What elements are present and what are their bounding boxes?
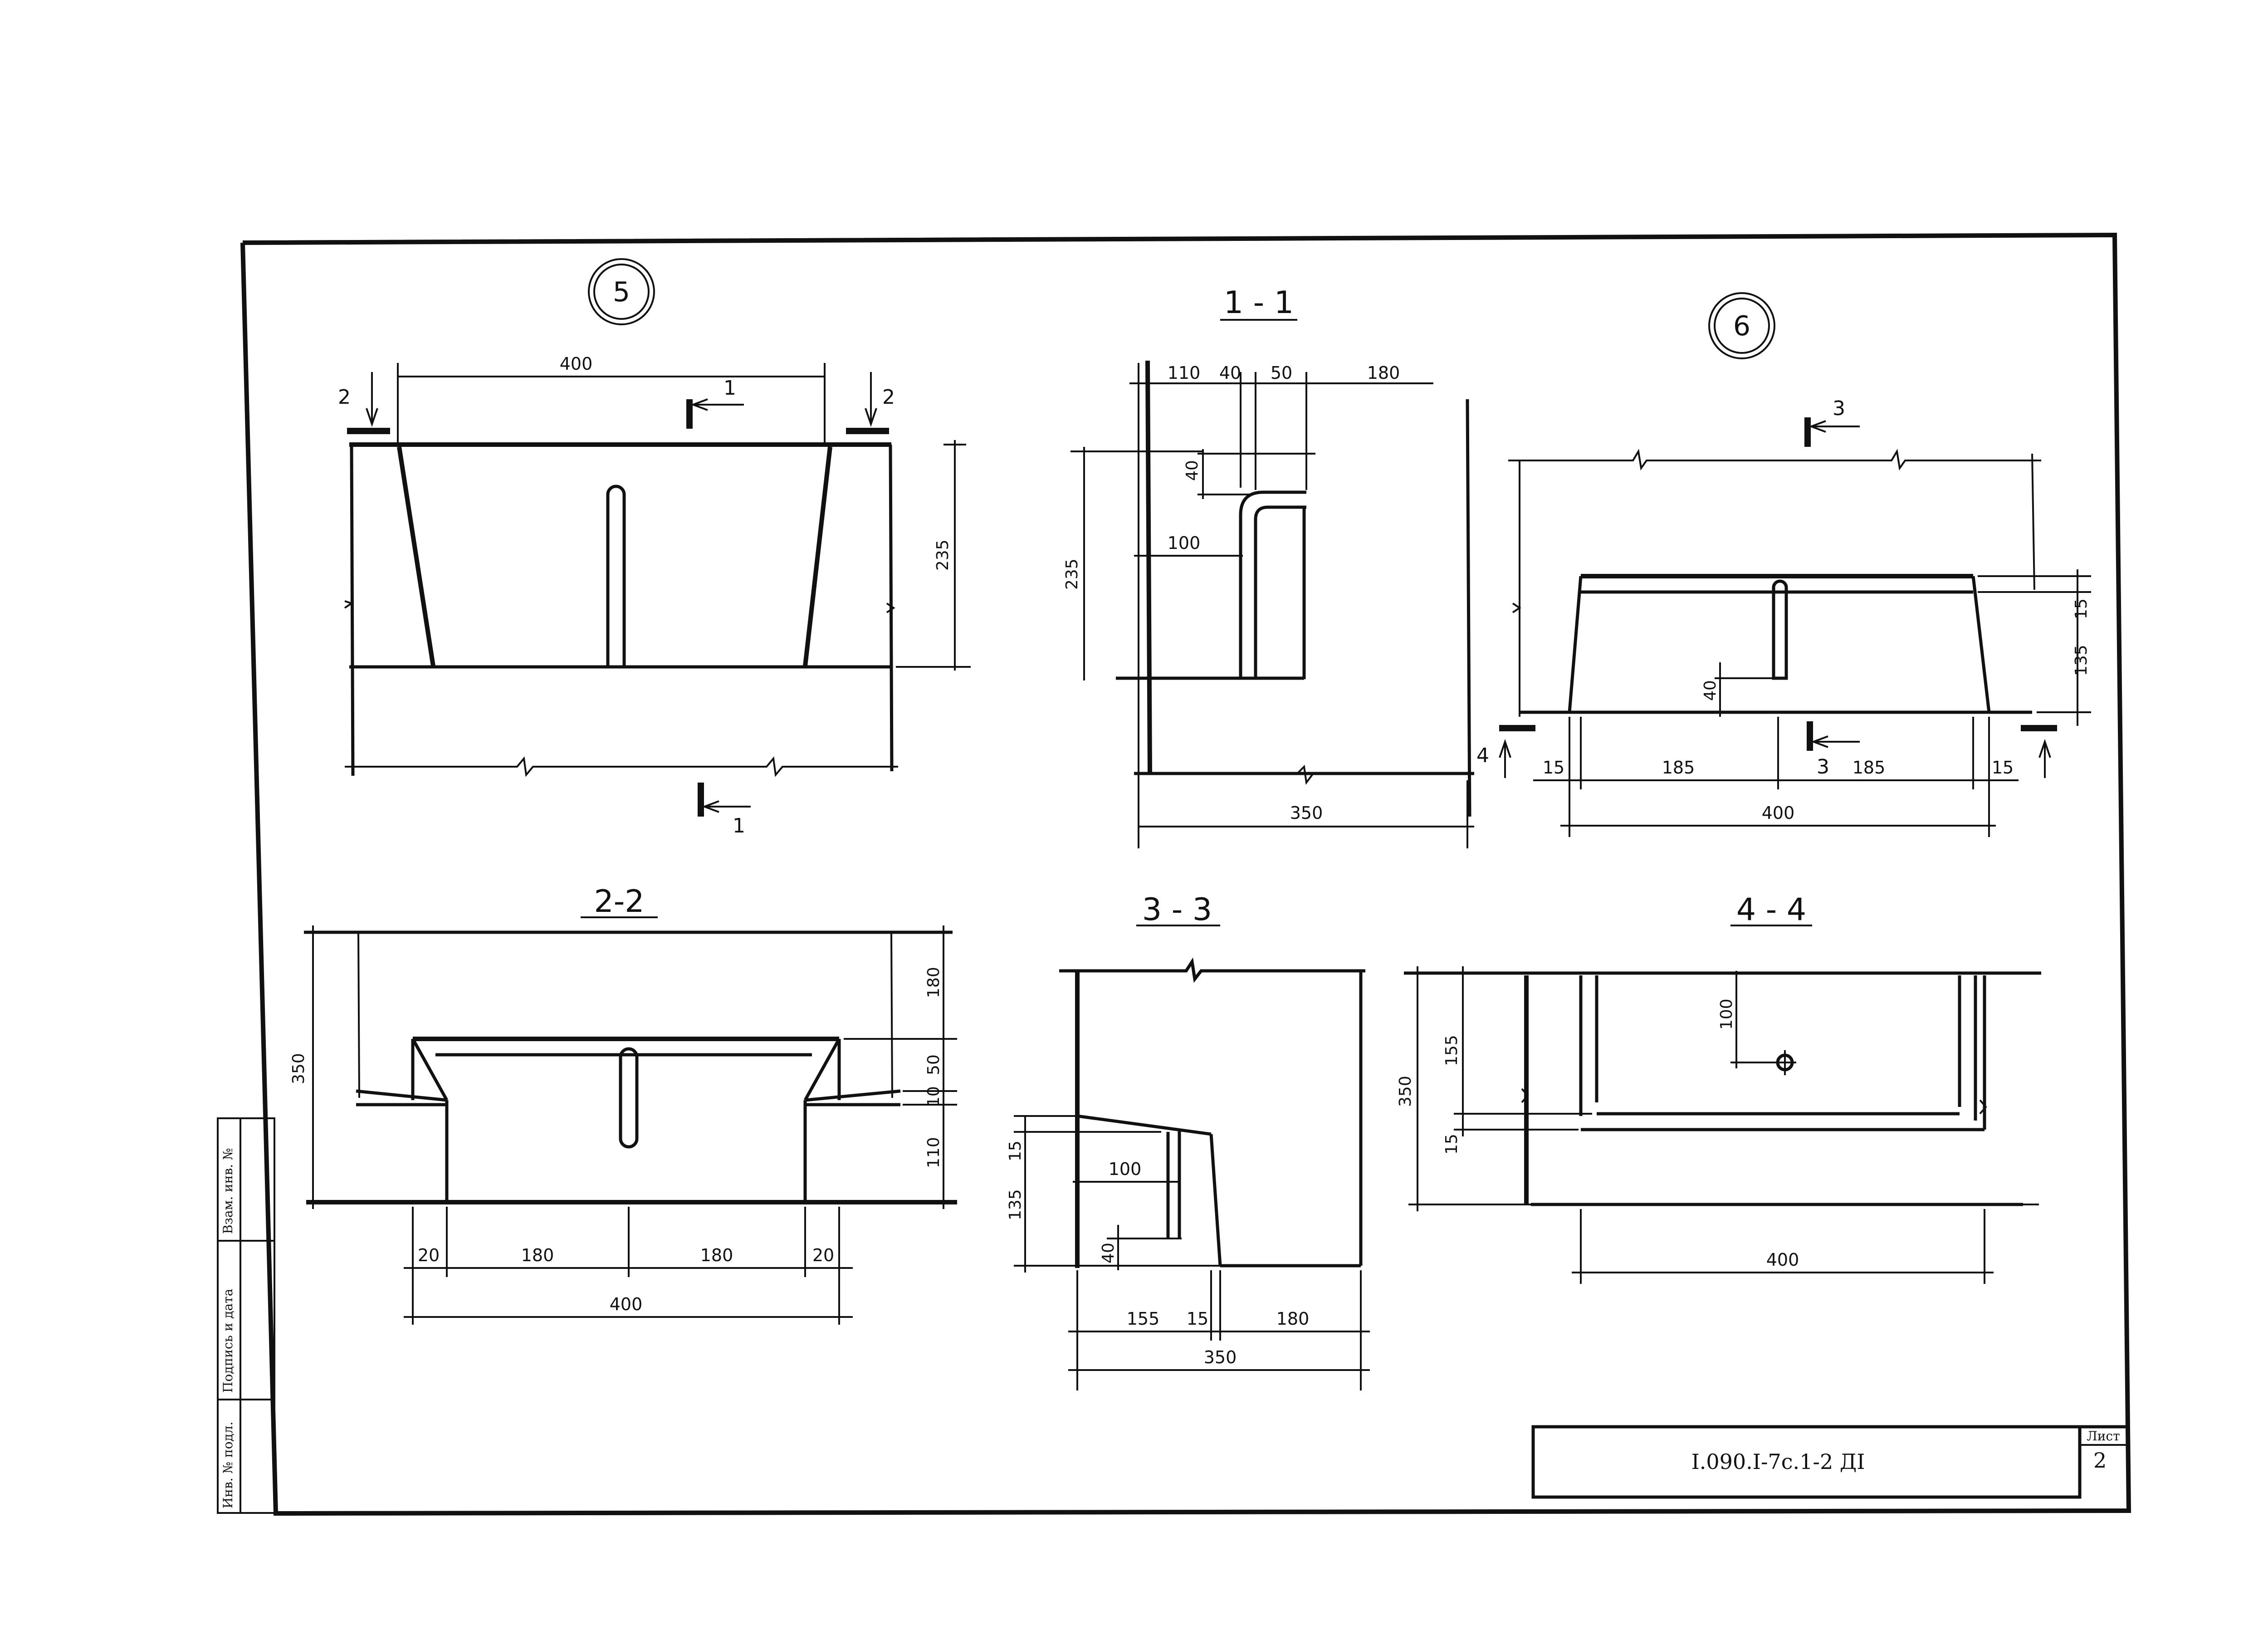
side-stamp-cell-1: Взам. инв. № — [220, 1148, 235, 1234]
s11-dim-350: 350 — [1290, 803, 1323, 823]
s22-dim-110: 110 — [924, 1137, 943, 1168]
s33-dim-15b: 15 — [1187, 1309, 1208, 1329]
s33-dim-180: 180 — [1276, 1309, 1310, 1329]
s22-dim-180a: 180 — [521, 1245, 554, 1265]
s33-dim-155: 155 — [1127, 1309, 1160, 1329]
s22-dim-20b: 20 — [812, 1245, 834, 1265]
s33-dim-15: 15 — [1006, 1141, 1025, 1161]
s22-dim-350: 350 — [289, 1053, 308, 1084]
section-3-3: 3 - 3 15 135 100 40 155 15 180 3 — [1006, 892, 1370, 1390]
sheet-label: Лист — [2087, 1429, 2120, 1444]
v5-dim-top: 400 — [560, 354, 593, 374]
section-2-2-title: 2-2 — [594, 884, 644, 920]
v6-section-3-mid: 3 — [1817, 755, 1829, 778]
side-stamp-cell-2: Подпись и дата — [220, 1289, 235, 1393]
section-3-3-title: 3 - 3 — [1142, 892, 1212, 928]
v6-dim-185b: 185 — [1853, 758, 1886, 778]
s11-dim-v40: 40 — [1183, 460, 1202, 481]
s33-dim-135: 135 — [1006, 1189, 1025, 1220]
v5-section-1-top: 1 — [723, 377, 736, 400]
v6-dim-40: 40 — [1701, 680, 1720, 701]
s22-dim-400: 400 — [610, 1294, 643, 1314]
s44-dim-155: 155 — [1442, 1035, 1461, 1066]
side-stamp: Взам. инв. № Подпись и дата Инв. № подл. — [217, 1117, 275, 1514]
s11-dim-50: 50 — [1271, 363, 1292, 383]
s22-dim-20a: 20 — [418, 1245, 440, 1265]
section-4-4: 4 - 4 100 350 155 15 400 — [1396, 892, 2041, 1284]
s11-dim-40: 40 — [1219, 363, 1241, 383]
v6-dim-r135: 135 — [2072, 645, 2091, 676]
section-1-1-title: 1 - 1 — [1224, 285, 1294, 321]
s11-dim-110: 110 — [1168, 363, 1201, 383]
v5-section-1-bottom: 1 — [733, 814, 745, 837]
s44-dim-350: 350 — [1396, 1076, 1415, 1107]
section-2-2: 2-2 350 180 50 10 110 — [289, 884, 957, 1325]
v6-dim-15a: 15 — [1543, 758, 1564, 778]
v6-dim-185a: 185 — [1662, 758, 1695, 778]
view-5-marker: 5 — [613, 276, 630, 308]
section-1-1: 1 - 1 110 40 50 180 40 100 235 — [1063, 285, 1474, 848]
side-stamp-cell-3: Инв. № подл. — [220, 1422, 235, 1509]
sheet-number: 2 — [2093, 1448, 2107, 1473]
view-6: 6 40 15 135 15 185 185 15 — [1476, 292, 2091, 837]
section-4-4-title: 4 - 4 — [1736, 892, 1806, 928]
view-6-marker: 6 — [1733, 310, 1750, 342]
s22-dim-180: 180 — [924, 967, 943, 998]
s44-dim-15: 15 — [1442, 1134, 1461, 1155]
v5-section-2-left: 2 — [338, 386, 351, 409]
v6-dim-400: 400 — [1762, 803, 1795, 823]
s11-dim-235: 235 — [1063, 558, 1081, 590]
view-5: 5 400 235 2 2 — [338, 258, 971, 837]
s22-dim-10: 10 — [924, 1086, 943, 1107]
s33-dim-100: 100 — [1109, 1159, 1142, 1179]
v6-section-4-left: 4 — [1476, 744, 1489, 767]
s22-dim-50: 50 — [924, 1054, 943, 1075]
v5-section-2-right: 2 — [882, 386, 895, 409]
s22-dim-180b: 180 — [700, 1245, 733, 1265]
v6-section-3-top: 3 — [1833, 397, 1845, 420]
s11-dim-100: 100 — [1168, 533, 1201, 553]
v6-dim-15b: 15 — [1992, 758, 2014, 778]
title-block: I.090.I-7с.1-2 ДI Лист 2 — [1531, 1425, 2127, 1499]
s44-dim-400: 400 — [1766, 1250, 1799, 1270]
s11-dim-180: 180 — [1367, 363, 1400, 383]
v5-dim-right: 235 — [934, 539, 952, 571]
s33-dim-350: 350 — [1204, 1347, 1237, 1367]
v6-dim-r15: 15 — [2072, 598, 2091, 619]
s44-dim-100: 100 — [1717, 999, 1736, 1030]
drawing-code: I.090.I-7с.1-2 ДI — [1691, 1449, 1865, 1474]
s33-dim-40: 40 — [1099, 1243, 1118, 1263]
sheet-frame — [240, 232, 2131, 1516]
